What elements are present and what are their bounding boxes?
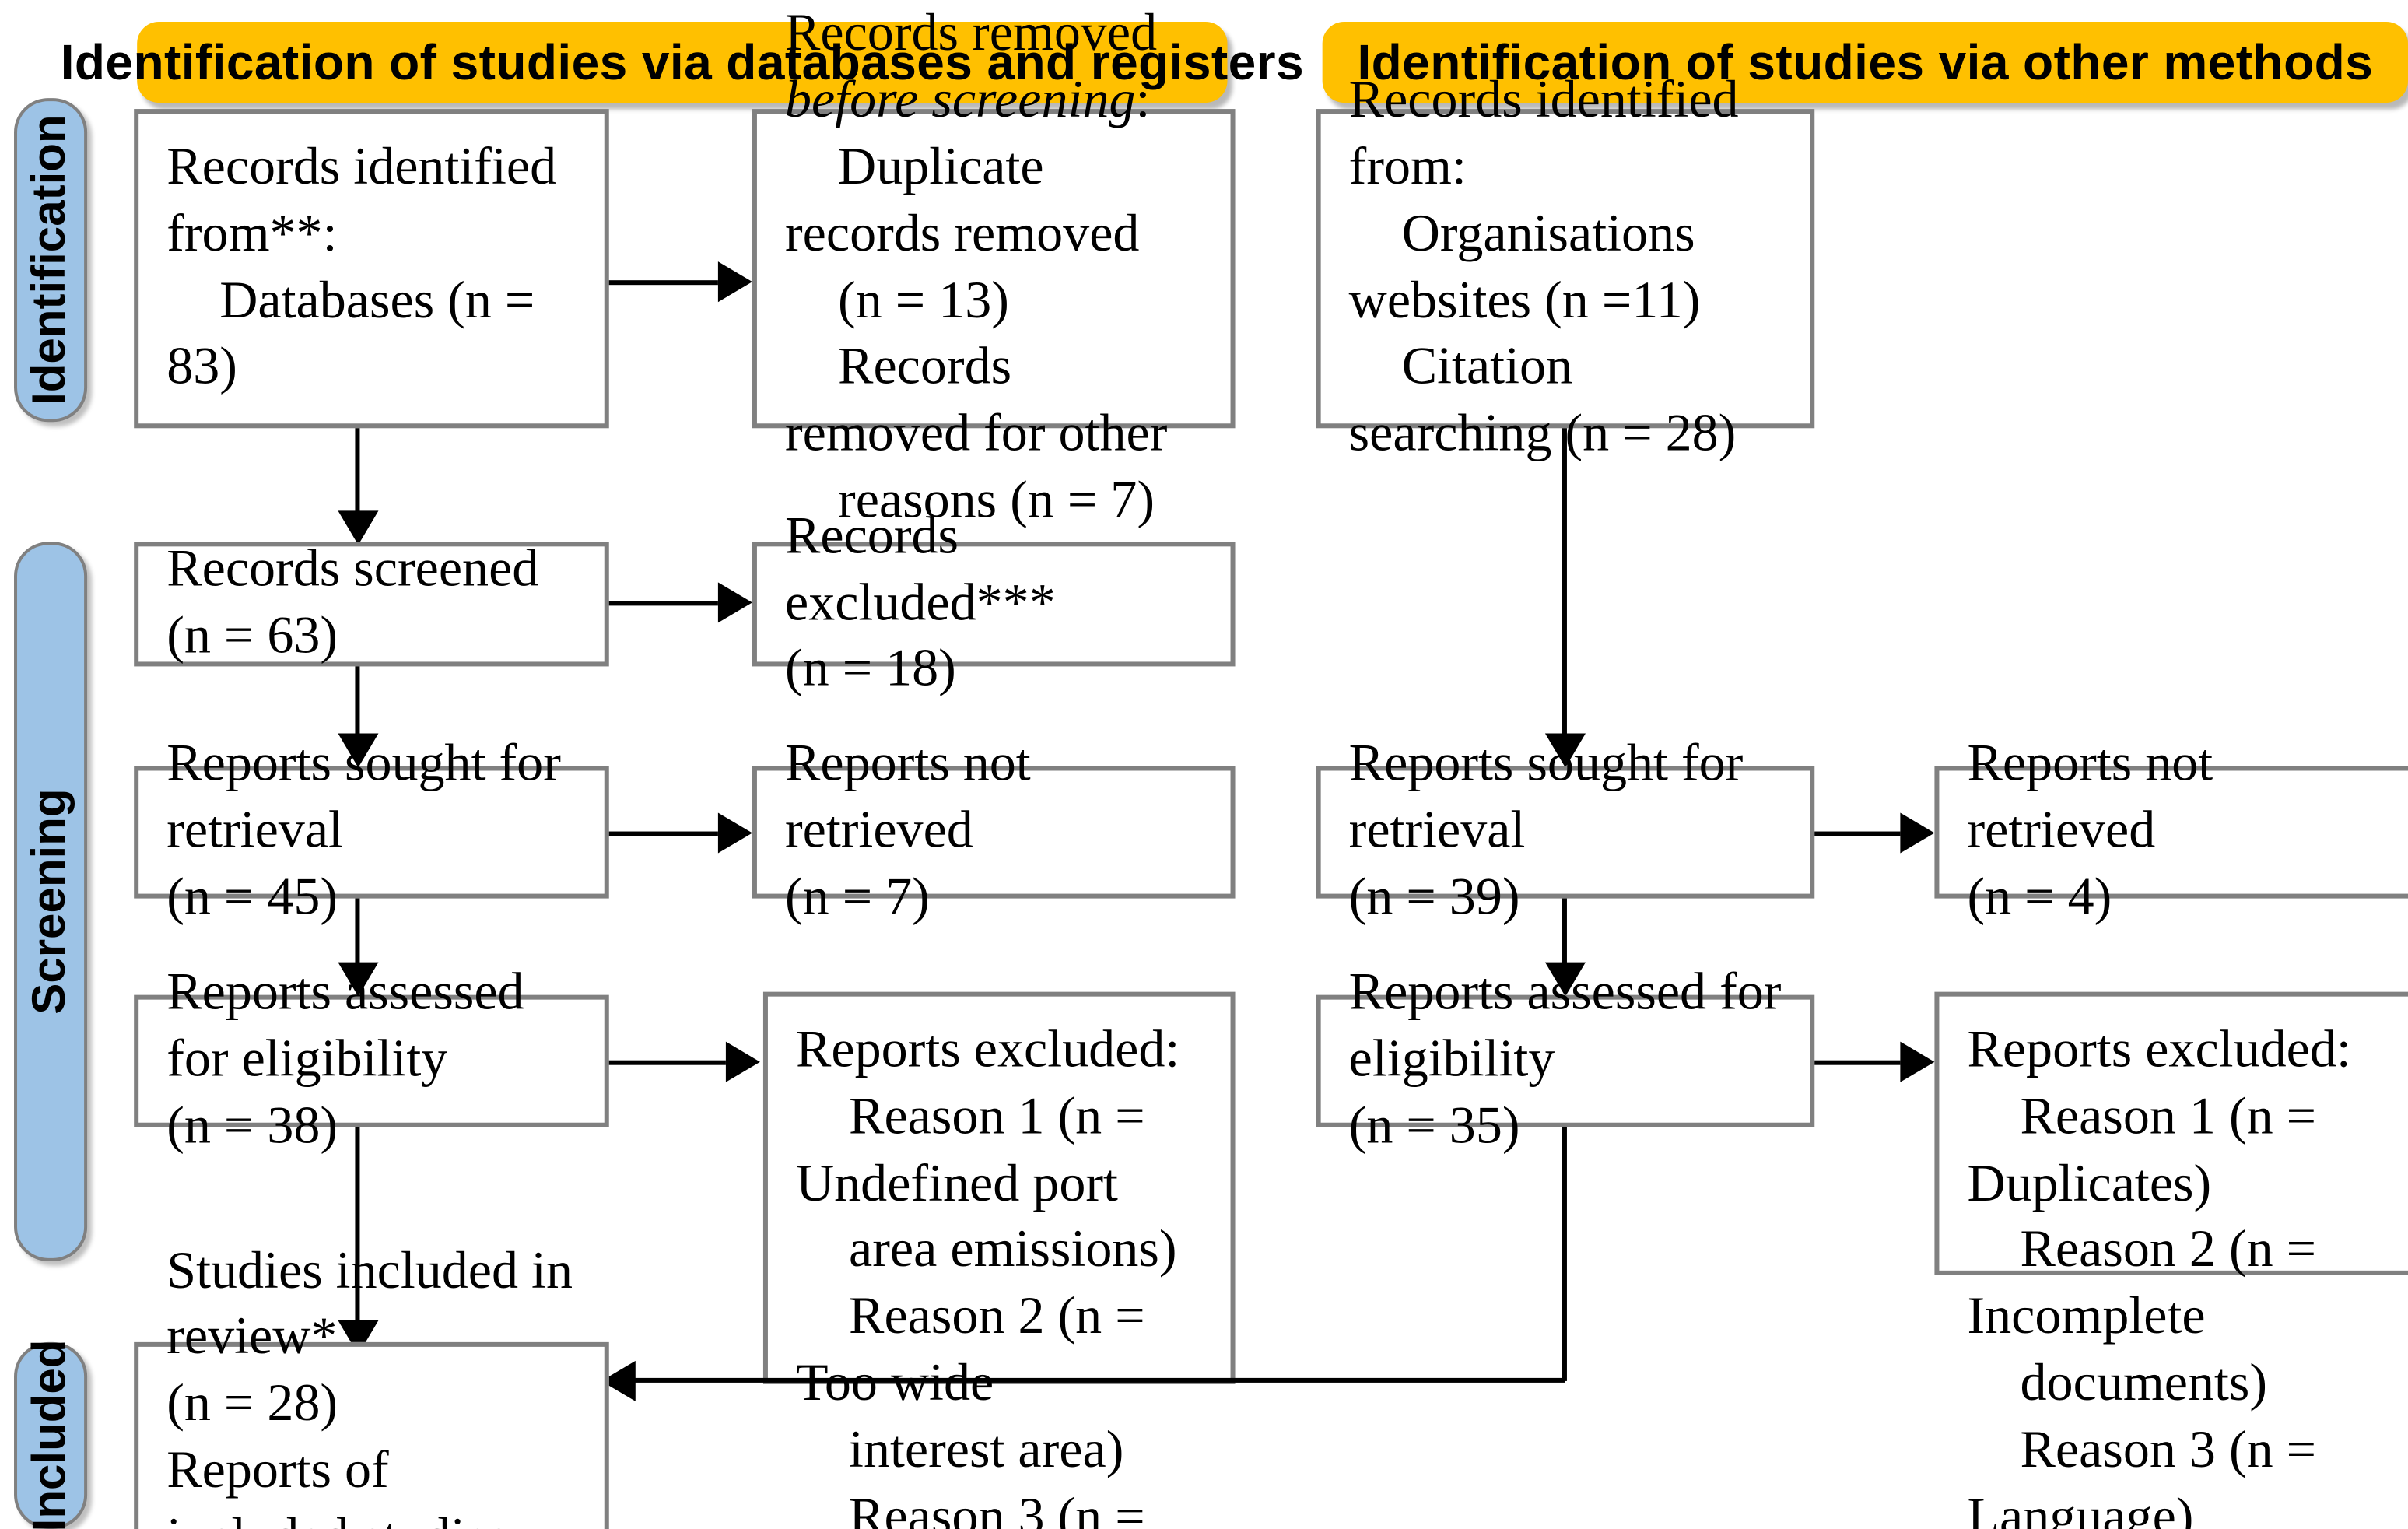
arrow-identified-to-screened: [338, 510, 379, 545]
box-records-identified-databases: Records identified from**: Databases (n …: [134, 109, 609, 429]
box-reports-not-retrieved-right-text: Reports not retrieved (n = 4): [1967, 735, 2213, 927]
box-reports-not-retrieved-left-text: Reports not retrieved (n = 7): [784, 735, 1031, 927]
banner-databases-registers-label: Identification of studies via databases …: [60, 33, 1305, 90]
banner-other-methods: Identification of studies via other meth…: [1322, 22, 2408, 103]
box-studies-included: Studies included in review* (n = 28) Rep…: [134, 1242, 609, 1529]
arrow-other-to-sought-right: [1544, 733, 1586, 768]
arrow-sought-left-to-assessed: [338, 962, 379, 997]
arrow-identified-to-removed: [717, 261, 752, 303]
connector-sought-left-to-assessed: [355, 898, 360, 966]
stage-identification-label: Identification: [24, 114, 76, 405]
stage-included: Included: [14, 1339, 88, 1529]
arrow-sought-right-to-assessed: [1544, 962, 1586, 997]
connector-sought-right-to-not-retrieved: [1814, 831, 1901, 836]
box-records-removed-before-screening: Records removed before screening: Duplic…: [752, 5, 1236, 529]
stage-included-label: Included: [24, 1339, 76, 1529]
connector-assessed-left-to-included: [355, 1127, 360, 1324]
box-reports-not-retrieved-left: Reports not retrieved (n = 7): [752, 735, 1236, 926]
box-records-identified-other: Records identified from: Organisations w…: [1316, 72, 1815, 463]
arrow-screened-to-excluded: [717, 582, 752, 623]
connector-assessed-right-to-included: [633, 1377, 1565, 1383]
box-records-screened-text: Records screened (n = 63): [166, 540, 539, 665]
box-records-removed-before-screening-text: Records removed before screening: Duplic…: [784, 5, 1171, 530]
box-records-excluded: Records excluded*** (n = 18): [752, 507, 1236, 698]
connector-sought-left-to-not-retrieved: [608, 831, 718, 836]
stage-identification: Identification: [14, 98, 88, 423]
connector-identified-to-removed: [608, 280, 718, 286]
box-reports-assessed-left-text: Reports assessed for eligibility (n = 38…: [166, 964, 524, 1156]
box-studies-included-text: Studies included in review* (n = 28) Rep…: [166, 1241, 573, 1529]
box-reports-excluded-left: Reports excluded: Reason 1 (n = Undefine…: [762, 991, 1236, 1529]
box-records-screened: Records screened (n = 63): [134, 541, 609, 667]
connector-identified-to-screened: [355, 428, 360, 514]
box-reports-excluded-left-text: Reports excluded: Reason 1 (n = Undefine…: [795, 1021, 1180, 1529]
connector-screened-to-sought-left: [355, 666, 360, 737]
arrow-sought-right-to-not-retrieved: [1900, 812, 1935, 854]
box-reports-excluded-right-text: Reports excluded: Reason 1 (n = Duplicat…: [1967, 1021, 2351, 1529]
box-reports-sought-right-text: Reports sought for retrieval (n = 39): [1348, 735, 1744, 927]
box-reports-not-retrieved-right: Reports not retrieved (n = 4): [1934, 735, 2408, 926]
arrow-assessed-right-to-excluded: [1900, 1041, 1935, 1082]
box-reports-assessed-right-text: Reports assessed for eligibility (n = 35…: [1348, 964, 1782, 1156]
connector-screened-to-excluded: [608, 601, 718, 606]
box-reports-assessed-left: Reports assessed for eligibility (n = 38…: [134, 964, 609, 1156]
box-records-identified-databases-text: Records identified from**: Databases (n …: [166, 138, 557, 396]
box-reports-assessed-right: Reports assessed for eligibility (n = 35…: [1316, 964, 1815, 1156]
stage-screening-label: Screening: [24, 788, 76, 1015]
box-reports-sought-right: Reports sought for retrieval (n = 39): [1316, 735, 1815, 926]
arrow-assessed-left-to-excluded: [725, 1041, 760, 1082]
box-reports-sought-left: Reports sought for retrieval (n = 45): [134, 735, 609, 926]
box-reports-sought-left-text: Reports sought for retrieval (n = 45): [166, 735, 561, 927]
connector-assessed-right-to-excluded: [1814, 1060, 1901, 1065]
arrow-screened-to-sought-left: [338, 733, 379, 768]
box-reports-excluded-right: Reports excluded: Reason 1 (n = Duplicat…: [1934, 991, 2408, 1529]
banner-other-methods-label: Identification of studies via other meth…: [1357, 33, 2374, 90]
connector-assessed-left-to-excluded: [608, 1060, 726, 1065]
connector-sought-right-to-assessed: [1562, 898, 1567, 966]
arrow-sought-left-to-not-retrieved: [717, 812, 752, 854]
connector-other-to-sought-right: [1562, 428, 1567, 737]
box-records-excluded-text: Records excluded*** (n = 18): [784, 507, 1056, 699]
banner-databases-registers: Identification of studies via databases …: [61, 22, 1304, 103]
stage-screening: Screening: [14, 542, 88, 1261]
connector-assessed-right-down: [1562, 1127, 1567, 1381]
box-records-identified-other-text: Records identified from: Organisations w…: [1348, 72, 1739, 463]
